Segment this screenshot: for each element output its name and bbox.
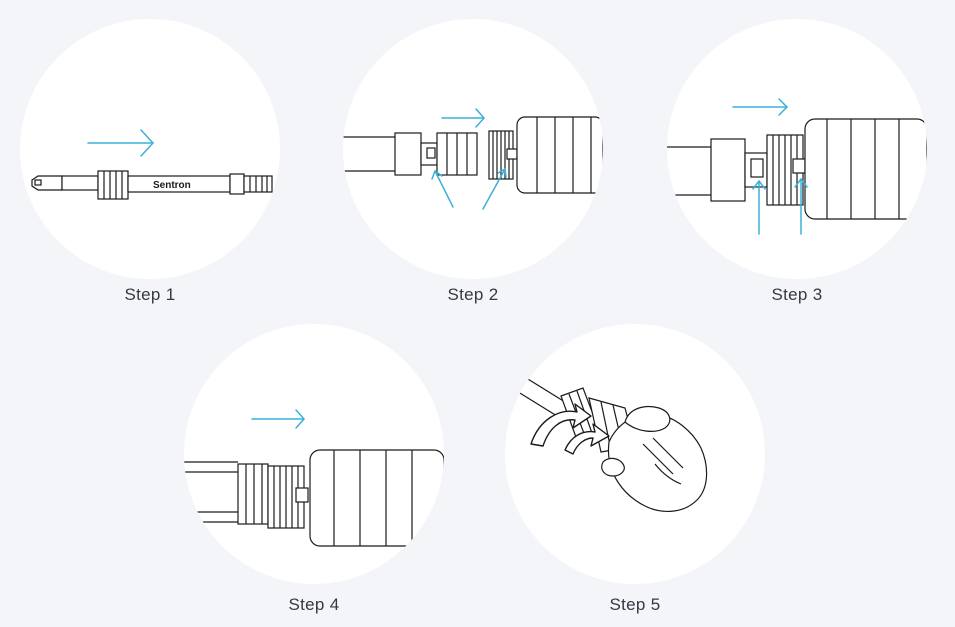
step-2-label: Step 2: [447, 285, 499, 304]
step-1-label: Step 1: [124, 285, 176, 304]
cable-connector: [766, 118, 927, 220]
sensor-probe: Sentron: [31, 170, 273, 200]
sentron-brand-text: Sentron: [153, 180, 191, 191]
step-4-label: Step 4: [288, 595, 340, 614]
sensor-head: [184, 461, 269, 525]
right-arrow-icon: [251, 409, 305, 429]
step-2-illustration: [343, 19, 603, 279]
step-1-illustration: Sentron: [20, 19, 280, 279]
cable-connector: [267, 449, 444, 547]
pointer-line-icon: [431, 168, 507, 210]
hand-illustration: [601, 405, 708, 512]
right-arrow-icon: [87, 129, 154, 157]
cable-connector: [488, 116, 603, 194]
step-3-label: Step 3: [771, 285, 823, 304]
sensor-head: [667, 138, 768, 202]
sensor-head: [343, 132, 478, 176]
step-5-label: Step 5: [609, 595, 661, 614]
right-arrow-icon: [732, 98, 788, 116]
step-4-illustration: [184, 324, 444, 584]
step-3-illustration: [667, 19, 927, 279]
step-5-illustration: [505, 324, 765, 584]
right-arrow-icon: [441, 108, 485, 128]
cable-line: [514, 375, 566, 417]
pointer-line-icon: [752, 178, 808, 235]
curved-rotate-arrow-icon: [530, 403, 610, 455]
